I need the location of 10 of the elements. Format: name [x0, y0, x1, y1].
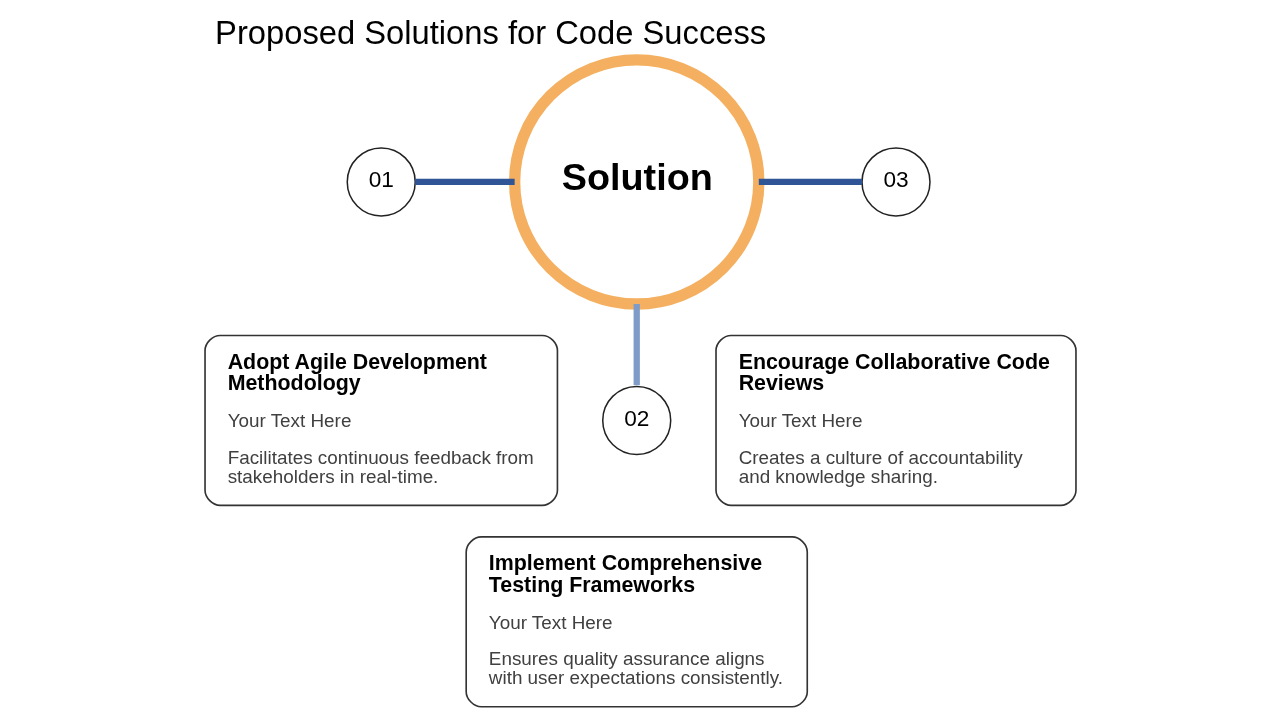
node-circle: 02 — [601, 385, 671, 456]
node-circle: Solution — [508, 54, 764, 310]
connector — [758, 178, 862, 186]
connector — [414, 178, 515, 186]
node-circle: 03 — [860, 147, 931, 217]
node-circle: 01 — [346, 147, 416, 217]
diagram-title: Proposed Solutions for Code Success — [214, 14, 766, 52]
node-box: Adopt Agile Development Methodology Your Text Here Facilitates continuous feedback from stakeholders in real-time. — [203, 334, 558, 507]
node-box: Encourage Collaborative Code Reviews Your Text Here Creates a culture of accountability and knowledge sharing. — [714, 334, 1077, 507]
node-box: Implement Comprehensive Testing Frameworks Your Text Here Ensures quality assurance aligns with user expectations consistently. — [464, 536, 808, 708]
